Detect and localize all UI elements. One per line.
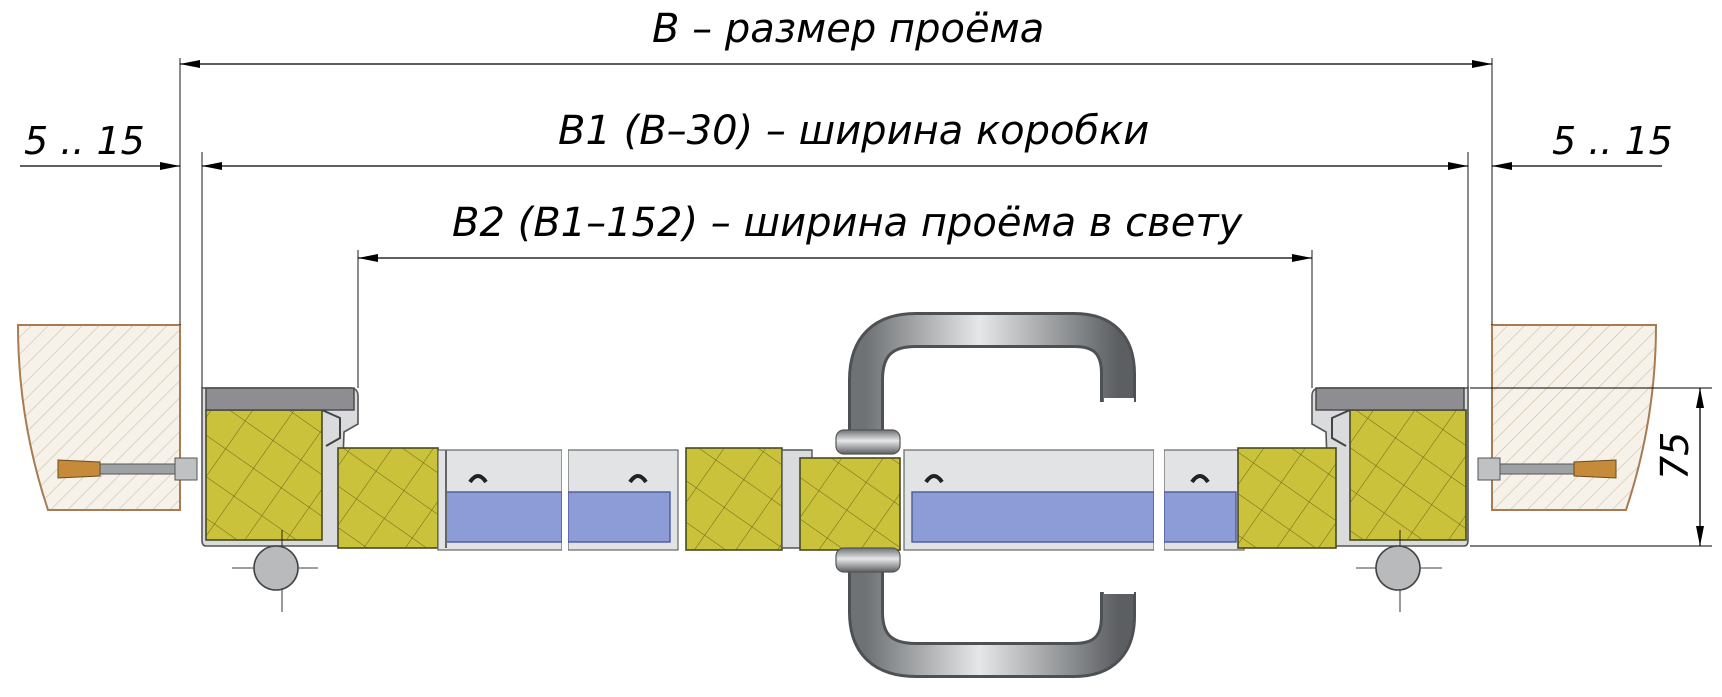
left-anchor [57, 457, 198, 481]
right-anchor [1477, 457, 1617, 481]
b1-label: B1 (B–30) – ширина коробки [558, 108, 1149, 154]
left-frame [201, 387, 359, 547]
lower-handle [848, 560, 1136, 678]
left-leaf [337, 447, 783, 551]
depth-label: 75 [1653, 432, 1697, 480]
left-wall [16, 324, 181, 511]
upper-handle [848, 312, 1136, 440]
gap-right-label: 5 .. 15 [1552, 119, 1673, 163]
right-hinge-roller [1356, 530, 1442, 612]
gap-left-label: 5 .. 15 [24, 119, 145, 163]
left-hinge-roller [232, 530, 318, 612]
right-wall [1491, 324, 1658, 511]
left-break-gap [562, 444, 568, 556]
b-label: B – размер проёма [652, 6, 1044, 52]
right-break-gap [1154, 444, 1164, 556]
extension-lines [179, 58, 1712, 547]
handle-rosettes [835, 429, 901, 573]
b2-label: B2 (B1–152) – ширина проёма в свету [452, 200, 1244, 246]
right-leaf [903, 447, 1337, 551]
meeting-stile [781, 449, 901, 551]
right-frame [1311, 387, 1469, 547]
